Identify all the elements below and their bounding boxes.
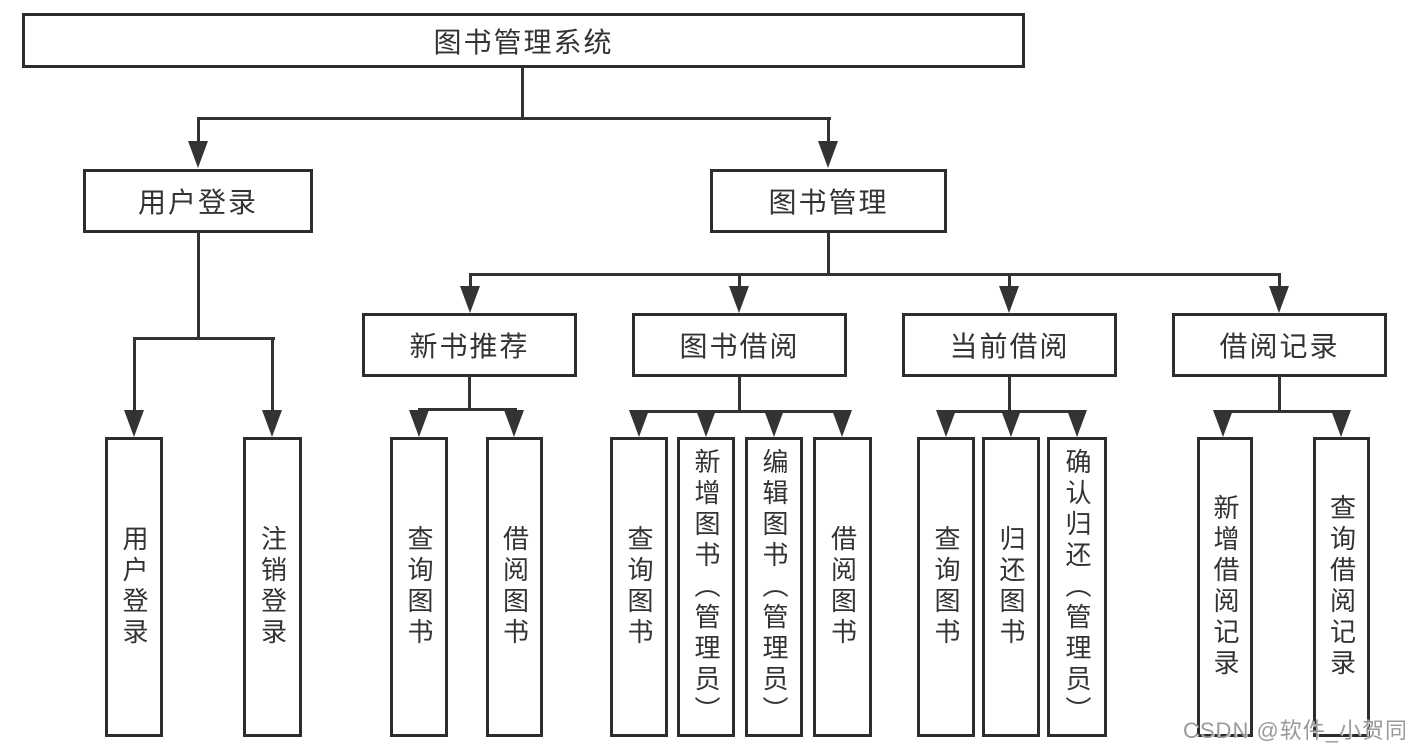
- node-label: 新增图书（管理员）: [691, 447, 721, 727]
- node-label: 借阅记录: [1219, 331, 1340, 362]
- connector-hline: [133, 337, 275, 340]
- leaf-query-borrow-record: 查询借阅记录: [1313, 437, 1370, 737]
- leaf-confirm-return-admin: 确认归还（管理员）: [1047, 437, 1107, 737]
- node-book-borrowing: 图书借阅: [632, 313, 847, 377]
- node-label: 图书管理系统: [433, 26, 614, 58]
- arrowhead-down: [696, 410, 716, 437]
- node-label: 查询借阅记录: [1326, 494, 1357, 680]
- leaf-add-borrow-record: 新增借阅记录: [1197, 437, 1253, 737]
- node-label: 查询图书: [404, 525, 434, 649]
- node-label: 注销登录: [257, 525, 288, 649]
- connector-hline: [197, 117, 831, 120]
- arrowhead-down: [409, 410, 429, 437]
- connector-hline: [418, 408, 517, 411]
- connector-vline: [1278, 275, 1281, 288]
- node-label: 当前借阅: [949, 331, 1070, 362]
- node-label: 编辑图书（管理员）: [759, 447, 789, 727]
- leaf-borrow-books-recommend: 借阅图书: [486, 437, 543, 737]
- node-label: 用户登录: [137, 187, 258, 218]
- connector-vline: [469, 275, 472, 288]
- leaf-edit-books-admin: 编辑图书（管理员）: [745, 437, 803, 737]
- connector-vline: [133, 339, 136, 412]
- arrowhead-down: [460, 286, 480, 313]
- node-label: 新书推荐: [409, 331, 530, 362]
- node-label: 确认归还（管理员）: [1062, 447, 1092, 727]
- connector-vline: [1008, 376, 1011, 412]
- arrowhead-down: [1067, 410, 1087, 437]
- node-label: 图书管理: [768, 187, 889, 218]
- connector-vline: [271, 339, 274, 412]
- connector-vline: [738, 376, 741, 412]
- connector-vline: [1008, 275, 1011, 288]
- node-label: 借阅图书: [499, 525, 530, 649]
- node-root: 图书管理系统: [22, 13, 1025, 68]
- arrowhead-down: [1213, 410, 1233, 437]
- connector-vline: [197, 232, 200, 339]
- node-label: 新增借阅记录: [1210, 494, 1240, 680]
- leaf-user-login: 用户登录: [105, 437, 163, 737]
- arrowhead-down: [504, 410, 524, 437]
- leaf-query-books-recommend: 查询图书: [390, 437, 448, 737]
- arrowhead-down: [729, 286, 749, 313]
- arrowhead-down: [936, 410, 956, 437]
- connector-vline: [827, 119, 830, 145]
- arrowhead-down: [1001, 410, 1021, 437]
- arrowhead-down: [124, 410, 144, 437]
- arrowhead-down: [262, 410, 282, 437]
- connector-vline: [738, 275, 741, 288]
- node-new-book-recommendation: 新书推荐: [362, 313, 577, 377]
- node-label: 用户登录: [119, 525, 149, 649]
- node-user-login: 用户登录: [83, 169, 313, 233]
- node-label: 归还图书: [996, 525, 1026, 649]
- leaf-add-books-admin: 新增图书（管理员）: [677, 437, 735, 737]
- connector-hline: [469, 273, 1281, 276]
- arrowhead-down: [188, 141, 208, 168]
- leaf-return-books: 归还图书: [982, 437, 1040, 737]
- leaf-borrow-books: 借阅图书: [813, 437, 872, 737]
- node-label: 查询图书: [931, 525, 961, 649]
- node-label: 查询图书: [624, 525, 654, 649]
- leaf-logout: 注销登录: [243, 437, 302, 737]
- connector-vline: [468, 376, 471, 410]
- arrowhead-down: [818, 141, 838, 168]
- node-current-borrowing: 当前借阅: [902, 313, 1117, 377]
- connector-vline: [197, 119, 200, 145]
- connector-vline: [827, 232, 830, 275]
- csdn-watermark: CSDN @软件_小贺同学: [1183, 718, 1405, 743]
- arrowhead-down: [629, 410, 649, 437]
- connector-hline: [1222, 410, 1344, 413]
- arrowhead-down: [999, 286, 1019, 313]
- connector-vline: [521, 68, 524, 120]
- node-borrowing-records: 借阅记录: [1172, 313, 1387, 377]
- leaf-query-books-borrowing: 查询图书: [610, 437, 668, 737]
- arrowhead-down: [1269, 286, 1289, 313]
- node-label: 借阅图书: [827, 525, 858, 649]
- node-book-management: 图书管理: [710, 169, 947, 233]
- leaf-query-books-current: 查询图书: [917, 437, 975, 737]
- node-label: 图书借阅: [679, 331, 800, 362]
- arrowhead-down: [832, 410, 852, 437]
- connector-vline: [1278, 376, 1281, 412]
- connector-hline: [638, 410, 845, 413]
- arrowhead-down: [764, 410, 784, 437]
- arrowhead-down: [1331, 410, 1351, 437]
